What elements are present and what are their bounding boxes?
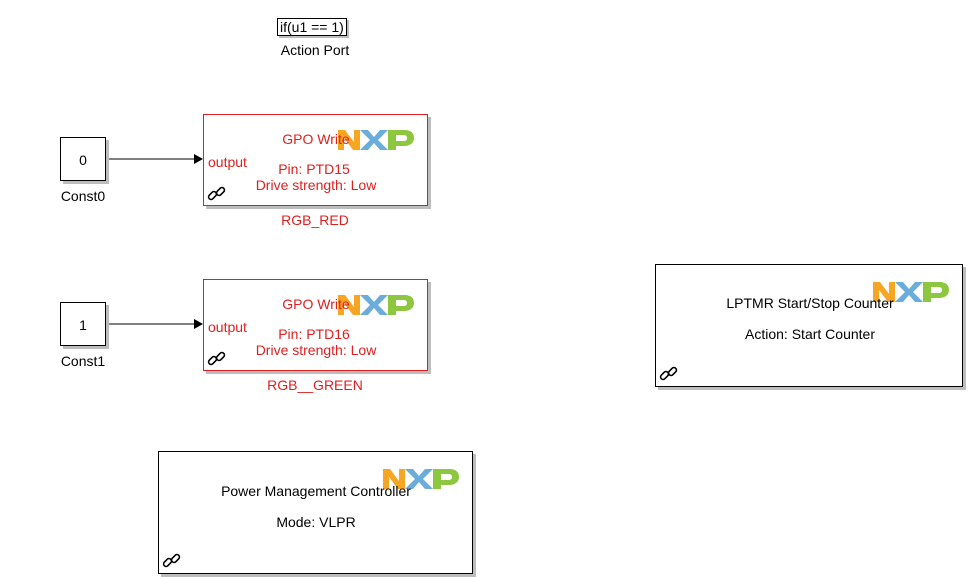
- const0-block[interactable]: 0: [60, 137, 106, 181]
- gpo-write-green-block[interactable]: output GPO Write Pin: PTD16 Drive streng…: [203, 279, 428, 371]
- pmc-title: Power Management Controller: [221, 483, 411, 499]
- lptmr-title: LPTMR Start/Stop Counter: [726, 295, 894, 311]
- gpo-red-port-label: output: [208, 154, 247, 170]
- nxp-logo-icon: [338, 130, 414, 150]
- wire-arrow-green: [194, 319, 203, 329]
- link-icon[interactable]: [206, 183, 228, 205]
- wire-arrow-red: [194, 154, 203, 164]
- pmc-block[interactable]: Power Management Controller Mode: VLPR: [158, 451, 473, 574]
- nxp-logo-icon: [873, 282, 949, 302]
- const1-block[interactable]: 1: [60, 302, 106, 346]
- link-icon[interactable]: [161, 550, 183, 572]
- action-port-block[interactable]: if(u1 == 1): [277, 18, 347, 36]
- pmc-mode: Mode: VLPR: [276, 514, 356, 530]
- gpo-red-name: RGB_RED: [281, 212, 349, 228]
- gpo-green-pin: Pin: PTD16: [278, 326, 350, 342]
- lptmr-action: Action: Start Counter: [745, 326, 875, 342]
- gpo-green-drive: Drive strength: Low: [255, 342, 377, 358]
- link-icon[interactable]: [206, 348, 228, 370]
- action-port-expression: if(u1 == 1): [280, 19, 344, 35]
- gpo-red-title: GPO Write: [282, 131, 350, 147]
- const1-value: 1: [79, 317, 87, 333]
- nxp-logo-icon: [338, 295, 414, 315]
- gpo-green-name: RGB__GREEN: [267, 377, 363, 393]
- link-icon[interactable]: [658, 363, 680, 385]
- gpo-green-port-label: output: [208, 319, 247, 335]
- const0-value: 0: [79, 152, 87, 168]
- nxp-logo-icon: [383, 469, 459, 489]
- gpo-red-drive: Drive strength: Low: [255, 177, 377, 193]
- gpo-green-title: GPO Write: [282, 296, 350, 312]
- gpo-write-red-block[interactable]: output GPO Write Pin: PTD15 Drive streng…: [203, 114, 428, 206]
- const0-label: Const0: [60, 188, 106, 204]
- gpo-red-pin: Pin: PTD15: [278, 161, 350, 177]
- const1-label: Const1: [60, 353, 106, 369]
- lptmr-block[interactable]: LPTMR Start/Stop Counter Action: Start C…: [655, 264, 963, 387]
- action-port-label: Action Port: [280, 42, 350, 58]
